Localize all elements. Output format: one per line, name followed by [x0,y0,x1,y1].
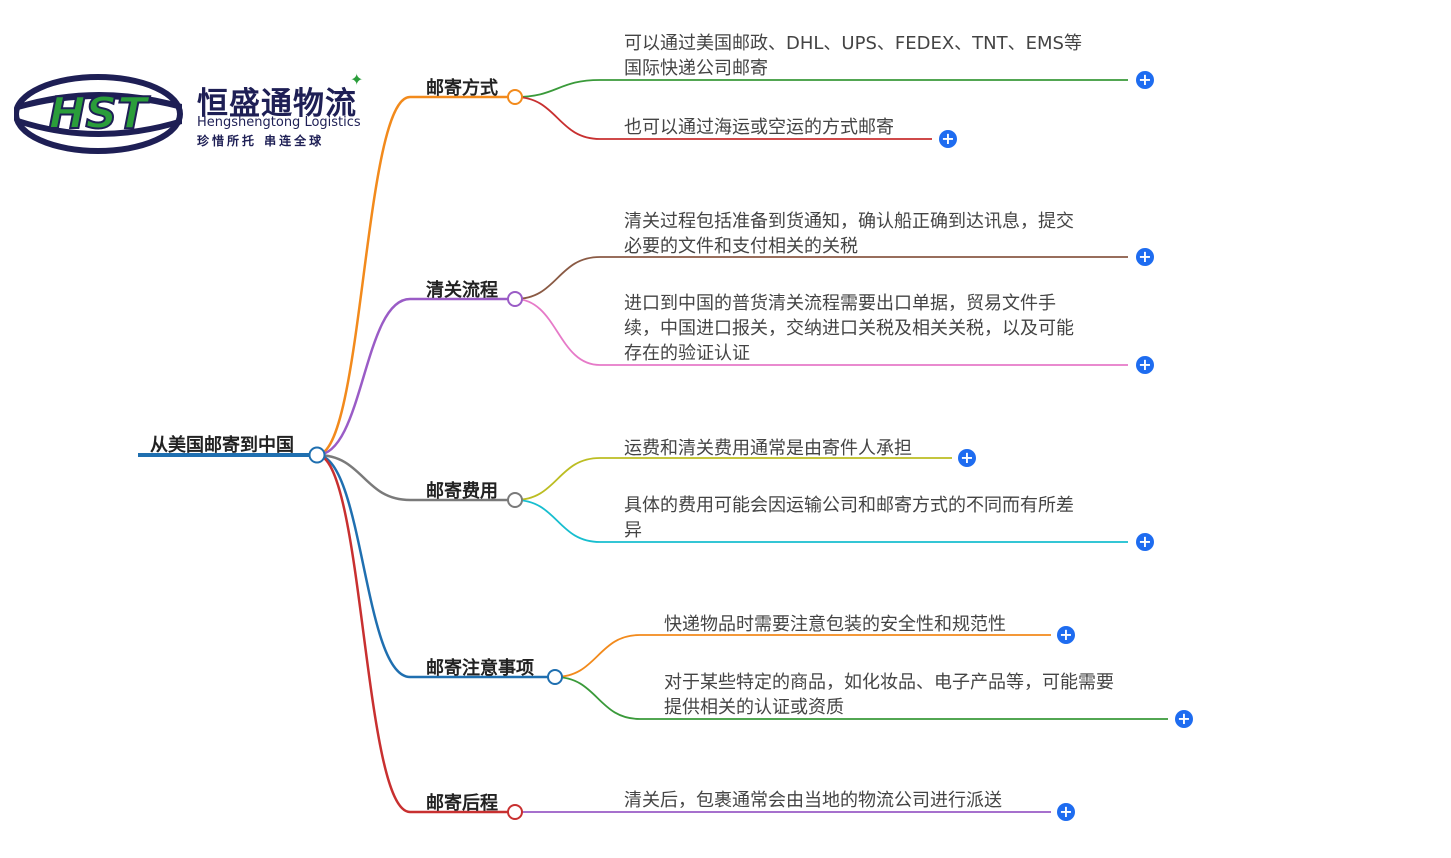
leaf-connector [514,79,601,98]
expand-button-general-goods-clearance[interactable]: + [1136,356,1154,374]
leaf-line: 运费和清关费用通常是由寄件人承担 [624,438,912,459]
plus-icon: + [1059,802,1073,821]
leaf-connector [514,457,601,501]
leaf-line: 存在的验证认证 [624,343,750,364]
branch-label-mailing-cost[interactable]: 邮寄费用 [426,481,498,502]
plus-icon: + [1138,355,1152,374]
leaf-line: 可以通过美国邮政、DHL、UPS、FEDEX、TNT、EMS等 [624,33,1082,54]
plus-icon: + [960,448,974,467]
leaf-text-clearance-steps[interactable]: 清关过程包括准备到货通知，确认船正确到达讯息，提交 必要的文件和支付相关的关税 [624,209,1074,259]
branch-label-customs-process[interactable]: 清关流程 [426,280,498,301]
branch-connector [316,297,411,457]
sparkle-icon: ✦ [350,70,364,89]
branch-node [507,804,523,820]
branch-node [507,89,523,105]
leaf-line: 进口到中国的普货清关流程需要出口单据，贸易文件手 [624,293,1056,314]
plus-icon: + [1138,532,1152,551]
leaf-text-sea-air[interactable]: 也可以通过海运或空运的方式邮寄 [624,115,894,140]
leaf-text-certification[interactable]: 对于某些特定的商品，如化妆品、电子产品等，可能需要 提供相关的认证或资质 [664,670,1114,720]
leaf-text-packaging[interactable]: 快递物品时需要注意包装的安全性和规范性 [664,612,1006,637]
leaf-line: 续，中国进口报关，交纳进口关税及相关关税，以及可能 [624,318,1074,339]
leaf-text-local-delivery[interactable]: 清关后，包裹通常会由当地的物流公司进行派送 [624,788,1002,813]
branch-connector [316,453,411,679]
root-node [308,446,326,464]
plus-icon: + [1059,625,1073,644]
plus-icon: + [1138,247,1152,266]
branch-node [507,492,523,508]
branch-connector [316,453,411,502]
emblem-text: HST [49,88,151,139]
expand-button-who-pays[interactable]: + [958,449,976,467]
branch-connector [316,95,411,457]
leaf-connector [514,96,601,140]
leaf-line: 也可以通过海运或空运的方式邮寄 [624,117,894,138]
logo-slogan: 珍惜所托 串连全球 [197,134,325,148]
expand-button-sea-air[interactable]: + [939,130,957,148]
expand-button-clearance-steps[interactable]: + [1136,248,1154,266]
branch-connector [316,453,411,814]
branch-node [507,291,523,307]
leaf-line: 提供相关的认证或资质 [664,697,844,718]
leaf-text-cost-varies[interactable]: 具体的费用可能会因运输公司和邮寄方式的不同而有所差 异 [624,493,1074,543]
hst-emblem-icon: HST [14,74,183,154]
leaf-connector [514,298,601,366]
expand-button-carriers[interactable]: + [1136,71,1154,89]
leaf-connector [514,256,601,300]
company-logo: HST 恒盛通物流 ✦ Hengshengtong Logistics 珍惜所托… [14,70,384,156]
branch-label-mailing-method[interactable]: 邮寄方式 [426,78,498,99]
leaf-line: 国际快递公司邮寄 [624,58,768,79]
leaf-line: 清关后，包裹通常会由当地的物流公司进行派送 [624,790,1002,811]
expand-button-local-delivery[interactable]: + [1057,803,1075,821]
leaf-text-general-goods-clearance[interactable]: 进口到中国的普货清关流程需要出口单据，贸易文件手 续，中国进口报关，交纳进口关税… [624,291,1074,366]
leaf-line: 清关过程包括准备到货通知，确认船正确到达讯息，提交 [624,211,1074,232]
expand-button-packaging[interactable]: + [1057,626,1075,644]
leaf-connector [554,634,641,678]
plus-icon: + [941,129,955,148]
leaf-line: 快递物品时需要注意包装的安全性和规范性 [664,614,1006,635]
branch-node [547,669,563,685]
expand-button-cost-varies[interactable]: + [1136,533,1154,551]
branch-label-post-delivery[interactable]: 邮寄后程 [426,793,498,814]
logo-name-cn: 恒盛通物流 [197,86,357,122]
expand-button-certification[interactable]: + [1175,710,1193,728]
leaf-line: 对于某些特定的商品，如化妆品、电子产品等，可能需要 [664,672,1114,693]
logo-name-en: Hengshengtong Logistics [197,115,361,130]
leaf-text-carriers[interactable]: 可以通过美国邮政、DHL、UPS、FEDEX、TNT、EMS等 国际快递公司邮寄 [624,31,1082,81]
leaf-line: 具体的费用可能会因运输公司和邮寄方式的不同而有所差 [624,495,1074,516]
leaf-line: 必要的文件和支付相关的关税 [624,236,858,257]
leaf-connector [554,676,641,720]
root-topic[interactable]: 从美国邮寄到中国 [150,435,294,456]
leaf-line: 异 [624,520,642,541]
leaf-text-who-pays[interactable]: 运费和清关费用通常是由寄件人承担 [624,436,912,461]
plus-icon: + [1177,709,1191,728]
branch-label-mailing-notes[interactable]: 邮寄注意事项 [426,658,534,679]
plus-icon: + [1138,70,1152,89]
leaf-connector [514,499,601,543]
